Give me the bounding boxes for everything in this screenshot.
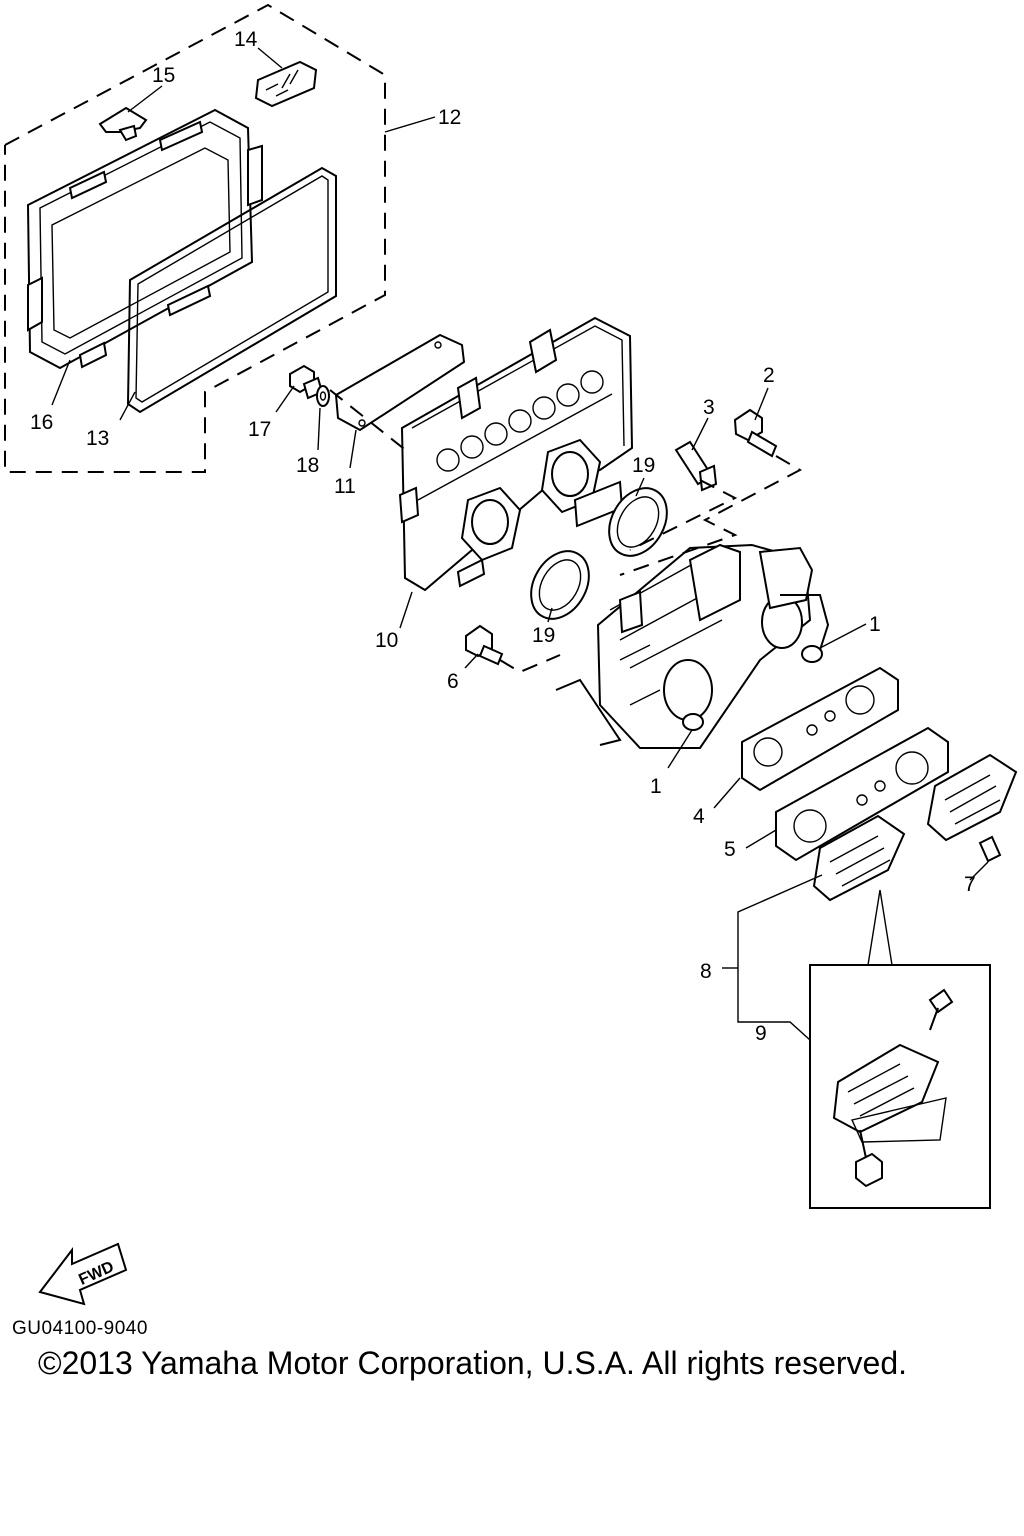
bolt-17 bbox=[289, 364, 324, 400]
callout-3: 3 bbox=[703, 396, 715, 419]
cover-plate bbox=[334, 333, 466, 432]
callout-19b: 19 bbox=[532, 624, 555, 647]
connector-clip bbox=[254, 60, 318, 108]
callout-16: 16 bbox=[30, 411, 53, 434]
leader-lines bbox=[51, 47, 989, 1041]
callout-2: 2 bbox=[763, 364, 775, 387]
bolt-2 bbox=[733, 408, 778, 458]
reed-valve-detail bbox=[809, 964, 991, 1209]
callout-12: 12 bbox=[438, 106, 461, 129]
callout-8: 8 bbox=[700, 960, 712, 983]
copyright-notice: ©2013 Yamaha Motor Corporation, U.S.A. A… bbox=[38, 1345, 908, 1381]
callout-6: 6 bbox=[447, 670, 459, 693]
assembly-group-box bbox=[4, 3, 386, 473]
drawing-code: GU04100-9040 bbox=[12, 1318, 148, 1339]
dowel-pin bbox=[978, 835, 1002, 863]
callout-18: 18 bbox=[296, 454, 319, 477]
throttle-body-assembly bbox=[555, 543, 830, 749]
intake-cover bbox=[26, 108, 263, 370]
intake-silencer bbox=[398, 316, 634, 592]
callout-4: 4 bbox=[693, 805, 705, 828]
callout-17: 17 bbox=[248, 418, 271, 441]
callout-7: 7 bbox=[964, 873, 976, 896]
fwd-arrow-icon: FWD bbox=[38, 1242, 128, 1306]
plug bbox=[98, 106, 148, 142]
callout-13: 13 bbox=[86, 427, 109, 450]
hose-clamp-lower bbox=[682, 713, 704, 731]
callout-5: 5 bbox=[724, 838, 736, 861]
hose-clamp-upper bbox=[801, 645, 823, 663]
callout-10: 10 bbox=[375, 629, 398, 652]
callout-14: 14 bbox=[234, 28, 258, 51]
callout-19a: 19 bbox=[632, 454, 655, 477]
callout-9: 9 bbox=[755, 1022, 767, 1045]
alignment-lines bbox=[329, 389, 803, 674]
seal-lower bbox=[530, 550, 590, 620]
callout-11: 11 bbox=[334, 475, 356, 498]
gasket-4 bbox=[741, 666, 899, 792]
callout-1b: 1 bbox=[650, 775, 662, 798]
reed-valve-left bbox=[812, 814, 906, 902]
callout-15: 15 bbox=[152, 64, 175, 87]
callout-1a: 1 bbox=[869, 613, 881, 636]
gasket-5 bbox=[775, 726, 949, 862]
bolt-6 bbox=[465, 624, 504, 666]
washer-18 bbox=[316, 385, 330, 407]
reed-valve-right bbox=[926, 753, 1018, 842]
stud-3 bbox=[674, 440, 718, 492]
